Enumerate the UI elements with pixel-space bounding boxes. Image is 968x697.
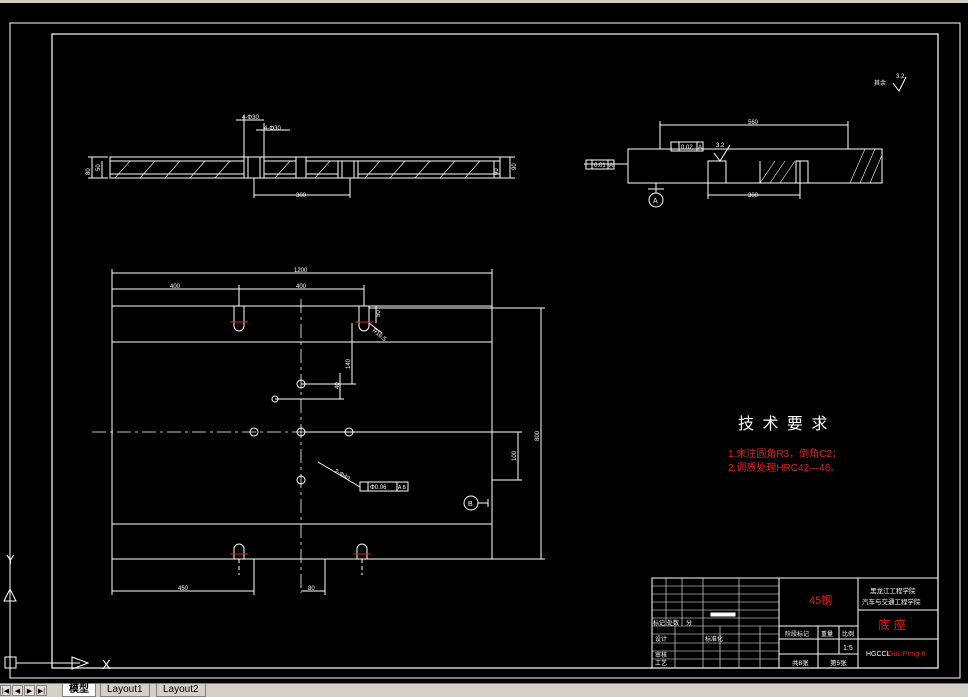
- department-name: 汽车与交通工程学院: [862, 597, 921, 606]
- stage-label: 阶段标记: [785, 630, 809, 638]
- datum-a-label: A: [653, 198, 658, 205]
- tab-layout1[interactable]: Layout1: [100, 684, 150, 697]
- dim-100-right: 90: [512, 163, 518, 170]
- row-standard: 标准化: [705, 635, 723, 643]
- side-view-left[interactable]: [88, 115, 515, 198]
- model-space-canvas[interactable]: 4-Φ30 4-Φ30 300 80 50 90 90 560 0.01 A 0…: [0, 3, 968, 683]
- dim-hole: 2-Φ40: [333, 469, 351, 483]
- tab-layout2[interactable]: Layout2: [156, 684, 206, 697]
- roughness-mid: 3.2: [716, 143, 725, 149]
- dim-90-right-inner: 90: [494, 168, 500, 175]
- dim-80-left: 80: [86, 168, 92, 175]
- part-name: 底座: [878, 617, 910, 632]
- drawing-code-suffix: GuLiPeng-6: [888, 651, 925, 658]
- dim-560: 560: [748, 120, 759, 126]
- row-zone: 分: [686, 619, 692, 627]
- position-tol: Φ0.06: [370, 485, 387, 491]
- datum-b-label: B: [468, 501, 473, 508]
- dim-300-left: 300: [296, 193, 307, 199]
- title-block[interactable]: [651, 577, 939, 669]
- dim-80-bottom: 80: [308, 586, 315, 592]
- layout-tab-bar: |◀ ◀ ▶ ▶| 模型 Layout1 Layout2: [0, 683, 968, 697]
- outer-border: [9, 22, 961, 679]
- position-ref: A B: [398, 485, 406, 491]
- dim-450: 450: [178, 586, 189, 592]
- dim-140: 140: [346, 358, 352, 369]
- tech-req-item-1: 1.未注圆角R3，倒角C2；: [728, 447, 842, 460]
- tech-req-title: 技 术 要 求: [738, 415, 829, 433]
- scale-value: 1:5: [843, 645, 853, 652]
- dim-400-b: 400: [296, 284, 307, 290]
- drawing-code-prefix: HGCCL: [866, 651, 891, 658]
- tab-first-icon[interactable]: |◀: [0, 685, 11, 696]
- dim-40: 40: [335, 382, 341, 389]
- inner-border: [51, 33, 939, 669]
- roughness-top-label: 其余: [874, 79, 886, 87]
- cad-drawing[interactable]: 4-Φ30 4-Φ30 300 80 50 90 90 560 0.01 A 0…: [0, 3, 968, 683]
- dim-100: 100: [512, 450, 518, 461]
- side-view-right[interactable]: [584, 76, 907, 208]
- tab-last-icon[interactable]: ▶|: [36, 685, 47, 696]
- row-process: 工艺: [655, 659, 667, 667]
- flatness-value: 0.01: [594, 163, 606, 169]
- dim-300-right: 300: [748, 193, 759, 199]
- sheet-no: 第5张: [830, 658, 847, 667]
- window-top-border: [0, 0, 968, 3]
- ucs-icon: [3, 587, 90, 670]
- dim-1200: 1200: [294, 268, 308, 274]
- row-design: 设计: [655, 635, 667, 643]
- tab-next-icon[interactable]: ▶: [24, 685, 35, 696]
- dim-400-a: 400: [170, 284, 181, 290]
- weight-label: 重量: [821, 630, 833, 638]
- dim-800: 800: [535, 430, 541, 441]
- row-mark: 标记: [653, 619, 665, 627]
- tab-prev-icon[interactable]: ◀: [12, 685, 23, 696]
- flatness-ref: A: [609, 163, 613, 169]
- school-name: 黑龙江工程学院: [870, 586, 916, 595]
- parallel-value: 0.02: [681, 145, 693, 151]
- dim-50-slot: 50: [376, 310, 382, 317]
- tab-model[interactable]: 模型: [62, 684, 96, 697]
- parallel-ref: A: [698, 145, 702, 151]
- row-review: 审核: [655, 651, 667, 659]
- sheets-total: 共8张: [792, 658, 809, 667]
- roughness-top: 3.2: [896, 74, 905, 80]
- dim-4x30-top-b: 4-Φ30: [264, 126, 281, 132]
- material: 45钢: [809, 594, 832, 607]
- dim-4x30-top: 4-Φ30: [242, 115, 259, 121]
- tech-req-item-2: 2.调质处理HRC42—46。: [728, 462, 840, 474]
- scale-label: 比例: [842, 630, 854, 638]
- row-count: 处数: [667, 619, 679, 627]
- dim-90-left: 50: [96, 164, 102, 171]
- ucs-y-label: Y: [6, 552, 15, 567]
- ucs-x-label: X: [102, 657, 111, 672]
- slot-fillets: [230, 321, 373, 555]
- plan-view[interactable]: [92, 269, 545, 595]
